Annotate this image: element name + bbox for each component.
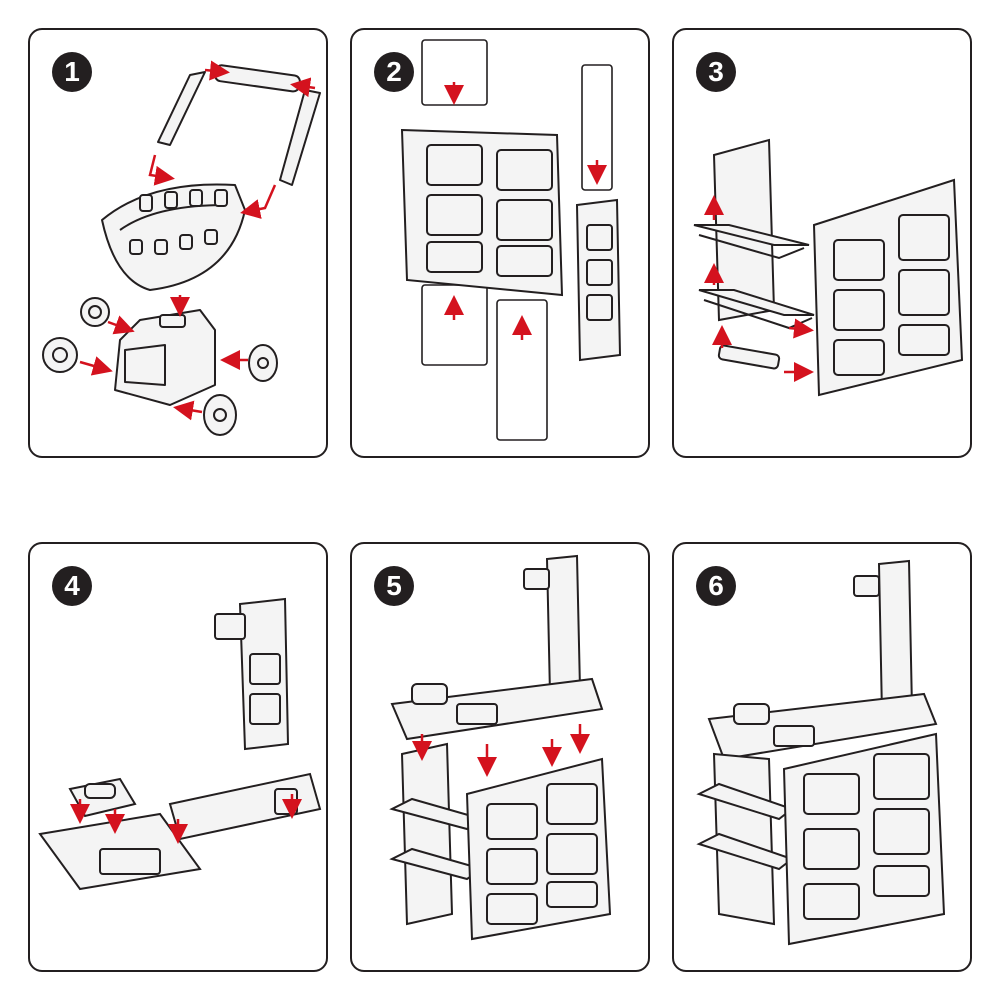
- counter-top: [390, 677, 604, 741]
- cart-basket: [101, 183, 246, 291]
- upright-post: [523, 554, 582, 696]
- counter-top: [707, 692, 938, 761]
- upright-post: [853, 559, 914, 716]
- assembly-arrows: [79, 60, 316, 421]
- main-shelf-unit: [812, 178, 964, 397]
- cart-base: [114, 309, 216, 406]
- assembly-arrows: [412, 724, 590, 777]
- label-sticker-bottom-right: [496, 299, 548, 441]
- upright-post: [214, 597, 290, 751]
- label-sticker-side: [581, 64, 613, 191]
- counter-top-assembly-illustration: [30, 544, 326, 970]
- cart-wheels: [42, 297, 278, 436]
- checkout-counter-left: [38, 812, 202, 891]
- cart-handle: [157, 64, 321, 186]
- wire-basket-shelf-illustration: [674, 30, 970, 456]
- shelf-front-panel: [400, 128, 564, 297]
- step-number-badge: 4: [52, 566, 92, 606]
- counter-to-shelves-illustration: [352, 544, 648, 970]
- main-shelf-unit: [782, 732, 946, 946]
- wire-basket-upper: [693, 224, 810, 260]
- step-panel-1: 1: [28, 28, 328, 458]
- step-panel-4: 4: [28, 542, 328, 972]
- step-number-badge: 1: [52, 52, 92, 92]
- shelf-side-column: [575, 198, 622, 362]
- step-panel-3: 3: [672, 28, 972, 458]
- clip-bar: [717, 344, 781, 370]
- cart-assembly-illustration: [30, 30, 326, 456]
- step-panel-5: 5: [350, 542, 650, 972]
- step-panel-6: 6: [672, 542, 972, 972]
- completed-checkout-stand-illustration: [674, 544, 970, 970]
- step-number-badge: 2: [374, 52, 414, 92]
- step-number-badge: 5: [374, 566, 414, 606]
- shelf-unit-labels-illustration: [352, 30, 648, 456]
- side-panel-with-baskets: [696, 752, 795, 926]
- label-sticker-top: [421, 39, 488, 106]
- step-number-badge: 3: [696, 52, 736, 92]
- step-number-badge: 6: [696, 566, 736, 606]
- assembly-arrows: [444, 82, 607, 340]
- main-shelf-unit: [465, 757, 612, 941]
- label-sticker-bottom-left: [421, 284, 488, 366]
- assembly-arrows: [70, 794, 302, 844]
- step-panel-2: 2: [350, 28, 650, 458]
- assembly-arrows: [704, 195, 814, 382]
- checkout-counter-right: [168, 772, 322, 841]
- side-panel-with-baskets: [389, 742, 485, 926]
